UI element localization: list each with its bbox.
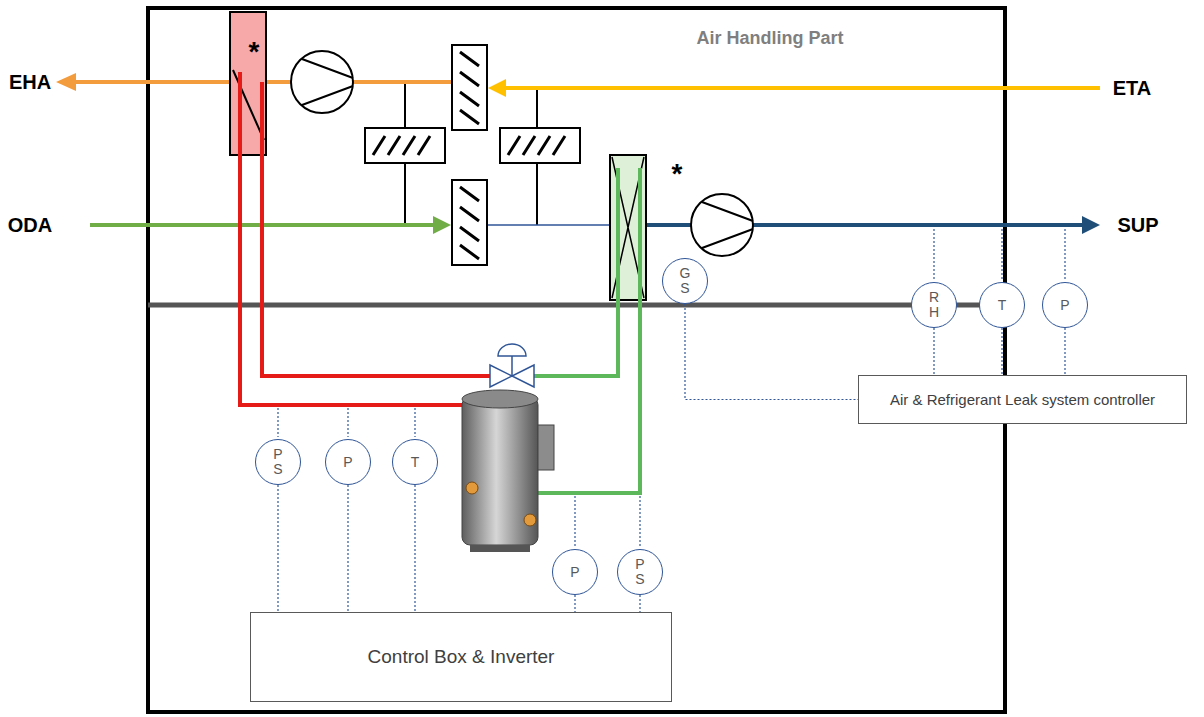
- sensor-leader: [639, 496, 640, 547]
- damper-symbol: [452, 45, 487, 130]
- signal-wire: [347, 485, 348, 612]
- compressor: [462, 390, 538, 408]
- sensor-leader: [574, 496, 575, 547]
- sensor-circle: T: [392, 439, 438, 485]
- damper-symbol: [460, 52, 479, 124]
- air-stream-label: ODA: [8, 214, 52, 237]
- section-title: Air Handling Part: [696, 28, 843, 49]
- fan-symbol: [691, 194, 753, 256]
- compressor: [524, 514, 536, 526]
- box-label: Air & Refrigerant Leak system controller: [890, 391, 1155, 408]
- compressor: [470, 545, 530, 552]
- supply-air-line: [1082, 216, 1100, 234]
- sensor-circle: P S: [255, 439, 301, 485]
- sensor-label: T: [411, 455, 420, 470]
- signal-wire: [574, 595, 575, 612]
- sensor-label: P S: [631, 557, 649, 586]
- extract-air-line: [488, 79, 1100, 97]
- signal-wire: [1064, 328, 1065, 375]
- sensor-circle: P S: [617, 549, 663, 595]
- fan-symbol: [702, 202, 753, 248]
- sensor-circle: R H: [911, 282, 957, 328]
- sensor-circle: T: [979, 282, 1025, 328]
- damper-symbol: [373, 136, 430, 155]
- compressor: [462, 397, 538, 545]
- compressor: [462, 390, 554, 552]
- controller-box: Control Box & Inverter: [250, 612, 672, 702]
- housing: [148, 303, 1005, 308]
- damper-symbol: [365, 128, 445, 163]
- outdoor-air-line: [90, 216, 610, 234]
- signal-wire: [1001, 328, 1002, 375]
- hot-gas-pipe: [262, 82, 492, 376]
- expansion-valve: [490, 365, 512, 387]
- compressor: [466, 482, 478, 494]
- signal-wire: [277, 485, 278, 612]
- outdoor-air-line: [487, 224, 610, 226]
- sensor-leader: [277, 408, 278, 437]
- signal-wire: [933, 328, 934, 375]
- sensor-leader: [1001, 229, 1002, 280]
- sensor-leader: [347, 408, 348, 437]
- sensor-label: R H: [925, 290, 943, 319]
- damper-symbol: [452, 180, 487, 265]
- damper-symbol: [365, 45, 580, 265]
- sensor-circle: P: [552, 549, 598, 595]
- expansion-valve: [512, 365, 534, 387]
- fan-symbol: [291, 51, 753, 256]
- sensor-label: P S: [269, 447, 287, 476]
- damper-symbol: [500, 128, 580, 163]
- condenser-coil: [233, 70, 264, 140]
- sensor-leader: [414, 408, 415, 437]
- signal-wire: [639, 595, 640, 612]
- sensor-circle: G S: [662, 258, 708, 304]
- air-stream-label: ETA: [1113, 77, 1152, 100]
- compressor: [538, 425, 554, 470]
- expansion-valve: [490, 344, 534, 387]
- sensor-label: P: [343, 455, 352, 470]
- sensor-label: P: [570, 565, 579, 580]
- sensor-circle: P: [1042, 282, 1088, 328]
- damper-symbol: [508, 136, 565, 155]
- air-stream-label: EHA: [9, 71, 51, 94]
- fan-symbol: [291, 51, 353, 113]
- exhaust-air-line: [56, 73, 76, 91]
- housing: [148, 8, 1005, 712]
- hot-gas-pipe: [240, 72, 470, 405]
- air-stream-label: SUP: [1117, 214, 1158, 237]
- expansion-valve: [511, 356, 513, 376]
- sensor-circle: P: [325, 439, 371, 485]
- asterisk-mark: *: [672, 158, 683, 190]
- housing: [148, 8, 1005, 712]
- expansion-valve: [498, 344, 526, 356]
- outdoor-air-line: [433, 216, 451, 234]
- sensor-leader: [1064, 229, 1065, 280]
- sensor-label: P: [1060, 298, 1069, 313]
- suction-pipe: [532, 168, 618, 376]
- sensor-leader: [933, 229, 934, 280]
- asterisk-mark: *: [249, 36, 260, 68]
- damper-symbol: [460, 187, 479, 259]
- extract-air-line: [488, 79, 506, 97]
- sensor-label: G S: [676, 266, 694, 295]
- controller-box: Air & Refrigerant Leak system controller: [858, 375, 1187, 424]
- box-label: Control Box & Inverter: [368, 646, 555, 668]
- extract-air-line: [502, 86, 1100, 90]
- signal-wire: [414, 485, 415, 612]
- sensor-label: T: [998, 298, 1007, 313]
- fan-symbol: [302, 59, 353, 105]
- signal-wire: [685, 304, 858, 400]
- hot-gas-pipe: [240, 72, 492, 405]
